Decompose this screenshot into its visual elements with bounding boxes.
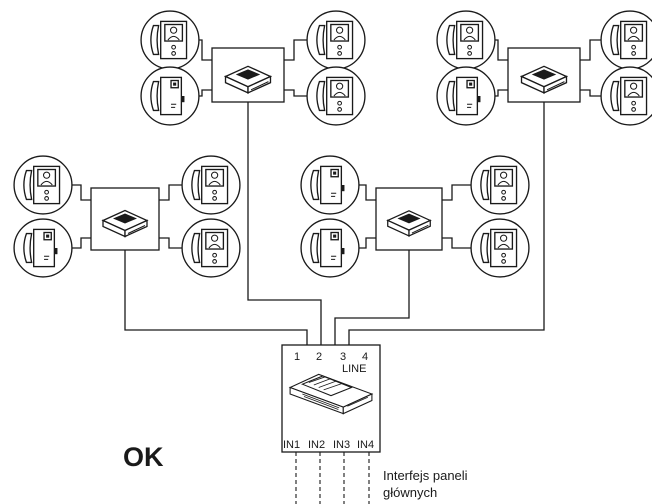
line-port-label: 2 [316, 351, 322, 363]
video-monitor-icon [13, 155, 73, 215]
unit-connection [359, 237, 376, 249]
unit-connection [284, 39, 307, 61]
unit-connection [495, 89, 508, 97]
unit-connection [199, 39, 212, 61]
input-port-label: IN3 [333, 439, 350, 451]
video-monitor-icon [306, 10, 366, 70]
wire-line-4 [348, 102, 545, 345]
line-port-label: 4 [362, 351, 368, 363]
unit-connection [580, 89, 601, 97]
line-port-label: 3 [340, 351, 346, 363]
unit-connection [159, 237, 182, 249]
unit-connection [72, 184, 91, 201]
unit-connection [495, 39, 508, 61]
video-monitor-icon [470, 218, 530, 278]
group-top-right [436, 10, 652, 126]
input-port-label: IN2 [308, 439, 325, 451]
video-monitor-icon [181, 155, 241, 215]
unit-connection [359, 184, 376, 201]
line-label: LINE [342, 363, 366, 375]
apartment-groups [13, 10, 652, 278]
group-middle-right [300, 155, 530, 278]
input-port-label: IN1 [283, 439, 300, 451]
line-port-label: 1 [294, 351, 300, 363]
wire-line-1 [124, 250, 308, 345]
group-top-left [140, 10, 366, 126]
unit-connection [159, 184, 182, 201]
video-monitor-icon [600, 66, 652, 126]
audio-handset-icon [300, 155, 360, 215]
status-label: OK [123, 442, 164, 472]
unit-connection [580, 39, 601, 61]
audio-handset-icon [13, 218, 73, 278]
unit-connection [284, 89, 307, 97]
unit-connection [442, 184, 471, 201]
unit-connection [442, 237, 471, 249]
unit-connection [199, 89, 212, 97]
input-port-label: IN4 [357, 439, 374, 451]
audio-handset-icon [140, 66, 200, 126]
video-monitor-icon [600, 10, 652, 70]
wire-line-2 [247, 102, 322, 345]
wire-line-3 [334, 250, 410, 345]
video-monitor-icon [181, 218, 241, 278]
audio-handset-icon [436, 66, 496, 126]
video-monitor-icon [470, 155, 530, 215]
video-monitor-icon [306, 66, 366, 126]
wiring-lines [124, 102, 545, 504]
main-interface-module: 1 2 3 4 LINE IN1 IN2 IN3 IN4 [281, 344, 381, 453]
group-middle-left [13, 155, 241, 278]
audio-handset-icon [300, 218, 360, 278]
video-monitor-icon [436, 10, 496, 70]
caption-line-2: głównych [383, 485, 437, 500]
video-monitor-icon [140, 10, 200, 70]
caption-line-1: Interfejs paneli [383, 468, 468, 483]
unit-connection [72, 237, 91, 249]
